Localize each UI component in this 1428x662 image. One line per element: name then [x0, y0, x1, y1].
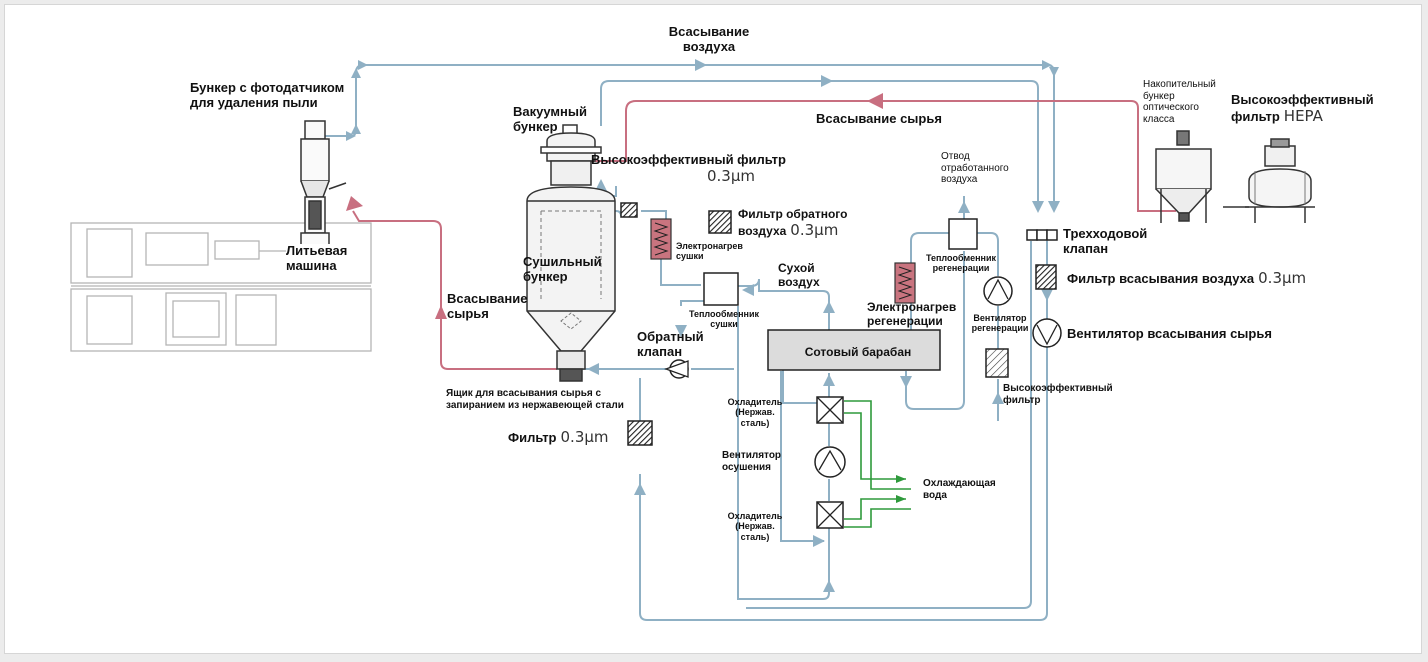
label-drying-heater: Электронагрев сушки [676, 241, 743, 262]
label-regen-hex: Теплообменник регенерации [925, 253, 997, 274]
water-arrows [896, 475, 906, 503]
regen-heat-exchanger [948, 218, 978, 250]
air-lines [325, 59, 1059, 621]
check-valve [664, 359, 689, 379]
return-air-filter [708, 210, 732, 234]
hepa-filter-value: HEPA [1283, 106, 1323, 125]
dehumidifying-fan [814, 446, 846, 478]
injection-machine [70, 222, 372, 352]
drying-heater [650, 218, 672, 260]
label-three-way: Трехходовой клапан [1063, 226, 1159, 257]
regen-fan [983, 276, 1013, 306]
photo-sensor-hopper [300, 120, 347, 246]
label-photo-hopper: Бункер с фотодатчиком для удаления пыли [190, 80, 345, 110]
label-honeycomb: Сотовый барабан [804, 345, 912, 359]
label-dehum-fan: Вентилятор осушения [722, 450, 782, 473]
label-material-suction-top: Всасывание сырья [816, 111, 942, 126]
label-cooling-water: Охлаждающая вода [923, 478, 996, 501]
air-arrows [587, 59, 1060, 592]
label-exhaust: Отвод отработанного воздуха [941, 151, 1009, 185]
label-regen-heater: Электронагрев регенерации [867, 300, 957, 328]
air-suction-filter [1035, 264, 1057, 290]
label-hepa-top: Высокоэффективный фильтр 0.3μm [591, 152, 786, 185]
label-drying-hex: Теплообменник сушки [688, 309, 760, 330]
hepa-top-value: 0.3μm [707, 166, 756, 185]
material-suction-fan [1032, 318, 1062, 348]
label-cooler-bottom: Охладитель (Нержав. сталь) [727, 511, 783, 542]
hepa-filter-unit [1223, 138, 1315, 223]
three-way-valve [1026, 229, 1058, 241]
cooler-top [816, 396, 844, 424]
return-air-filter-small [620, 202, 638, 218]
label-injection-machine: Литьевая машина [286, 243, 366, 274]
label-vacuum-hopper: Вакуумный бункер [513, 104, 587, 134]
storage-hopper [1155, 130, 1212, 223]
air-filter-value: 0.3μm [1258, 269, 1307, 287]
label-dry-air: Сухой воздух [778, 261, 820, 289]
label-material-fan: Вентилятор всасывания сырья [1067, 326, 1272, 341]
return-filter-value: 0.3μm [790, 220, 839, 239]
label-cooler-top: Охладитель (Нержав. сталь) [727, 397, 783, 428]
suction-filter [627, 420, 653, 446]
diagram-frame: Всасывание воздуха Бункер с фотодатчиком… [4, 4, 1422, 654]
cooling-water-lines [844, 400, 911, 528]
cooler-bottom [816, 501, 844, 529]
label-hepa-small: Высокоэффективный фильтр [1003, 383, 1113, 406]
material-arrows [346, 93, 883, 319]
process-flow-diagram [70, 59, 1315, 621]
label-material-suction-left: Всасывание сырья [447, 291, 528, 321]
regen-heater [894, 262, 916, 304]
drying-hopper [526, 124, 616, 382]
drying-heat-exchanger [703, 272, 739, 306]
honeycomb-rotor [767, 329, 941, 371]
filter-value: 0.3μm [560, 428, 609, 446]
label-regen-fan: Вентилятор регенерации [971, 313, 1029, 334]
label-check-valve: Обратный клапан [637, 329, 704, 359]
label-storage-hopper: Накопительный бункер оптического класса [1143, 79, 1216, 125]
label-drying-hopper: Сушильный бункер [523, 254, 602, 284]
label-air-suction: Всасывание воздуха [668, 24, 750, 54]
label-suction-box: Ящик для всасывания сырья с запиранием и… [446, 388, 624, 411]
material-lines [352, 100, 1176, 370]
hepa-filter-small [985, 348, 1009, 378]
